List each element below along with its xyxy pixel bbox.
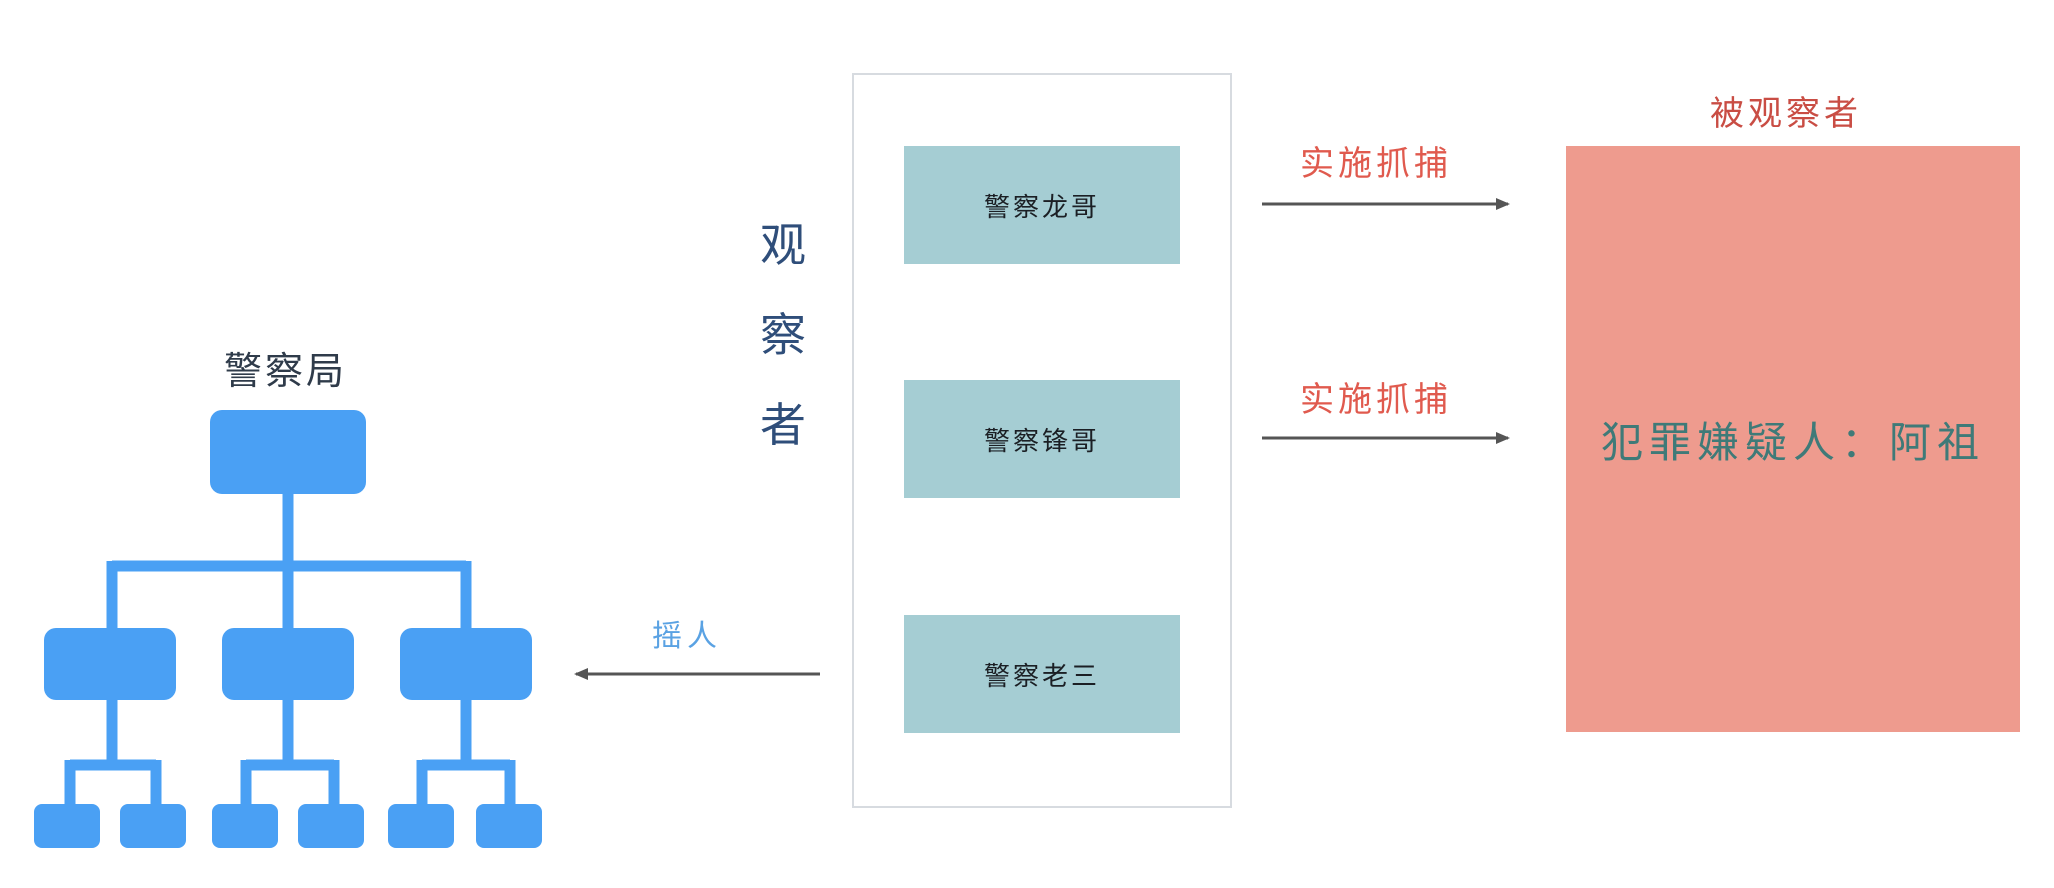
org-node-l2-2 (222, 628, 354, 700)
org-node-l2-1 (44, 628, 176, 700)
org-node-root (210, 410, 366, 494)
observer-card-long: 警察龙哥 (904, 146, 1180, 264)
arrest-label-2: 实施抓捕 (1300, 380, 1452, 420)
observer-card-label: 警察锋哥 (983, 426, 1100, 457)
observer-label-char: 察 (760, 308, 806, 362)
call-help-label: 摇人 (652, 619, 722, 654)
observer-card-label: 警察龙哥 (983, 192, 1100, 223)
org-node-l3-5 (388, 804, 454, 848)
org-chart (34, 410, 542, 848)
observer-card-laosan: 警察老三 (904, 615, 1180, 733)
suspect-label: 犯罪嫌疑人：阿祖 (1600, 417, 1985, 467)
org-node-l3-4 (298, 804, 364, 848)
org-node-l3-6 (476, 804, 542, 848)
observer-card-label: 警察老三 (983, 661, 1100, 692)
observer-label-char: 观 (760, 218, 806, 272)
observer-card-feng: 警察锋哥 (904, 380, 1180, 498)
observed-title: 被观察者 (1710, 94, 1862, 134)
observer-label-char: 者 (760, 398, 806, 452)
org-node-l3-1 (34, 804, 100, 848)
org-node-l3-2 (120, 804, 186, 848)
org-node-l3-3 (212, 804, 278, 848)
observer-label: 观 察 者 (748, 200, 818, 470)
arrest-label-1: 实施抓捕 (1300, 144, 1452, 184)
police-station-title: 警察局 (224, 349, 348, 393)
org-node-l2-3 (400, 628, 532, 700)
suspect-box: 犯罪嫌疑人：阿祖 (1566, 146, 2020, 732)
